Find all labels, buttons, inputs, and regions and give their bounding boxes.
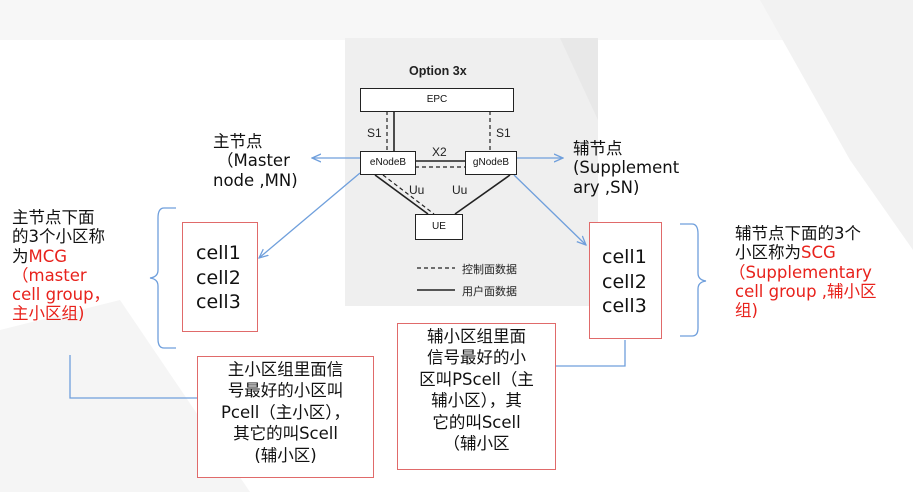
diagram-title: Option 3x bbox=[409, 64, 467, 78]
secondary-node-line1: 辅节点 bbox=[573, 139, 623, 158]
enodeb-node: eNodeB bbox=[360, 151, 416, 175]
pcell-note-line5: (辅小区) bbox=[254, 445, 317, 465]
master-node-line1: 主节点 bbox=[213, 132, 263, 151]
mcg-cell-1: cell1 bbox=[196, 242, 241, 264]
master-node-label: 主节点 （Master node ,MN) bbox=[213, 132, 298, 190]
pcell-note-line3: Pcell（主小区）， bbox=[220, 402, 351, 422]
scg-term: SCG bbox=[801, 243, 836, 263]
mcg-desc-line4: （master bbox=[12, 265, 87, 285]
scg-desc-line5: 组) bbox=[735, 301, 758, 321]
pscell-note-line4: 辅小区），其 bbox=[431, 391, 522, 411]
network-links bbox=[374, 111, 511, 291]
x2-label: X2 bbox=[432, 145, 447, 159]
mcg-desc-line5: cell group， bbox=[12, 285, 111, 305]
scg-desc-line4: cell group ,辅小区 bbox=[735, 281, 877, 301]
mcg-desc-prefix: 为 bbox=[12, 246, 29, 266]
mcg-term: MCG bbox=[28, 246, 68, 266]
mcg-desc-line6: 主小区组) bbox=[12, 304, 85, 324]
pcell-note-line2: 号最好的小区叫 bbox=[227, 381, 344, 401]
mcg-cells-box: cell1 cell2 cell3 bbox=[182, 222, 258, 332]
uu-right-label: Uu bbox=[452, 183, 468, 197]
scg-desc-line2: 小区称为SCG bbox=[735, 243, 877, 262]
legend-user-plane: 用户面数据 bbox=[462, 286, 517, 298]
pcell-note: 主小区组里面信 号最好的小区叫 Pcell（主小区）， 其它的叫Scell (辅… bbox=[197, 356, 374, 478]
pcell-note-line1: 主小区组里面信 bbox=[227, 360, 344, 379]
mcg-desc-line3: 为MCG bbox=[12, 247, 110, 266]
mcg-cell-3: cell3 bbox=[196, 291, 241, 314]
scg-desc-prefix: 小区称为 bbox=[735, 243, 801, 263]
pcell-note-line4: 其它的叫Scell bbox=[233, 424, 338, 444]
gnodeb-node: gNodeB bbox=[465, 151, 517, 175]
scg-cell-3: cell3 bbox=[602, 295, 647, 318]
secondary-node-label: 辅节点 (Supplement ary ,SN) bbox=[573, 139, 679, 197]
ue-node: UE bbox=[415, 214, 463, 240]
pscell-note: 辅小区组里面 信号最好的小 区叫PScell（主 辅小区），其 它的叫Scell… bbox=[397, 323, 556, 470]
master-node-line2: （Master bbox=[217, 151, 290, 171]
pscell-note-line6: （辅小区 bbox=[443, 434, 510, 454]
s1-right-label: S1 bbox=[496, 126, 511, 140]
pscell-note-line3: 区叫PScell（主 bbox=[419, 369, 534, 389]
scg-description: 辅节点下面的3个 小区称为SCG （Supplementary cell gro… bbox=[729, 224, 877, 321]
pscell-note-line5: 它的叫Scell bbox=[432, 412, 521, 432]
scg-cell-1: cell1 bbox=[602, 246, 647, 268]
s1-left-label: S1 bbox=[367, 126, 382, 140]
connector-lines bbox=[69, 158, 707, 399]
mcg-desc-line1: 主节点下面 bbox=[12, 208, 95, 227]
scg-desc-line3: （Supplementary bbox=[729, 262, 872, 282]
mcg-desc-line2: 的3个小区称 bbox=[12, 227, 105, 247]
master-node-line3: node ,MN) bbox=[213, 170, 298, 190]
scg-desc-line1: 辅节点下面的3个 bbox=[735, 224, 861, 243]
legend-control-plane: 控制面数据 bbox=[462, 264, 517, 276]
epc-node: EPC bbox=[360, 88, 514, 112]
secondary-node-line3: ary ,SN) bbox=[573, 177, 640, 197]
scg-cell-2: cell2 bbox=[602, 270, 647, 293]
uu-left-label: Uu bbox=[409, 183, 425, 197]
pscell-note-line2: 信号最好的小 bbox=[427, 348, 526, 368]
mcg-description: 主节点下面 的3个小区称 为MCG （master cell group， 主小… bbox=[12, 208, 110, 324]
mcg-cell-2: cell2 bbox=[196, 266, 241, 289]
pscell-note-line1: 辅小区组里面 bbox=[427, 327, 526, 346]
secondary-node-line2: (Supplement bbox=[573, 158, 680, 178]
scg-cells-box: cell1 cell2 cell3 bbox=[589, 222, 662, 339]
